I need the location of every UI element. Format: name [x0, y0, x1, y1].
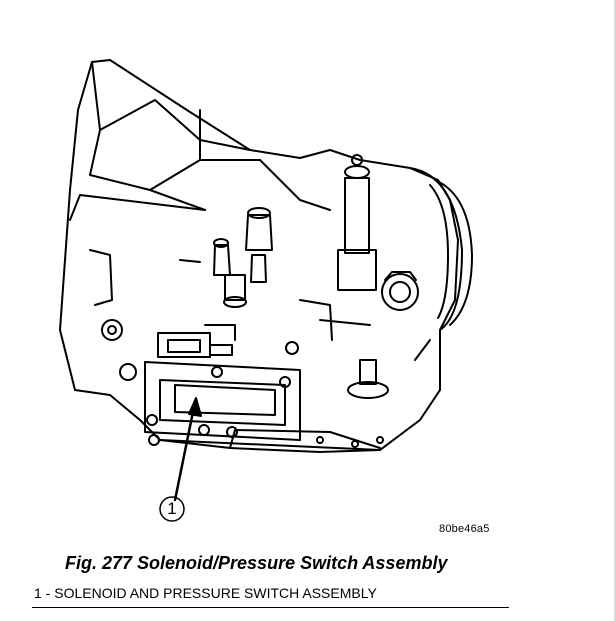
transaxle-line-drawing [59, 59, 473, 522]
callout-circle [159, 496, 185, 522]
callout-arrowhead [188, 397, 202, 417]
sensor-connector [359, 359, 377, 385]
shift-shaft [344, 177, 370, 254]
page-edge [614, 0, 616, 621]
figure-title: Fig. 277 Solenoid/Pressure Switch Assemb… [65, 553, 448, 573]
bell-housing [409, 167, 463, 331]
shaft-top [344, 165, 370, 179]
housing-rib-middle [89, 129, 206, 211]
image-code: 80be46a5 [439, 523, 490, 535]
callout-number: 1 [167, 499, 177, 518]
legend-item: 1 - SOLENOID AND PRESSURE SWITCH ASSEMBL… [34, 585, 377, 601]
cooler-line-fittings [213, 207, 273, 308]
housing-rib-lower [69, 194, 206, 221]
mount-boss-upper [101, 319, 123, 341]
housing-rib-upper [91, 61, 251, 151]
solenoid-pressure-switch-assembly [144, 324, 301, 446]
speed-sensor-fitting [381, 273, 419, 311]
divider-rule [32, 607, 509, 608]
callout-leader-line [173, 400, 197, 502]
housing-web [149, 159, 331, 211]
bell-housing-inner [429, 184, 449, 319]
oil-pan-edge [159, 439, 381, 451]
bell-housing-flange [434, 179, 473, 326]
mount-boss-lower [119, 363, 137, 381]
